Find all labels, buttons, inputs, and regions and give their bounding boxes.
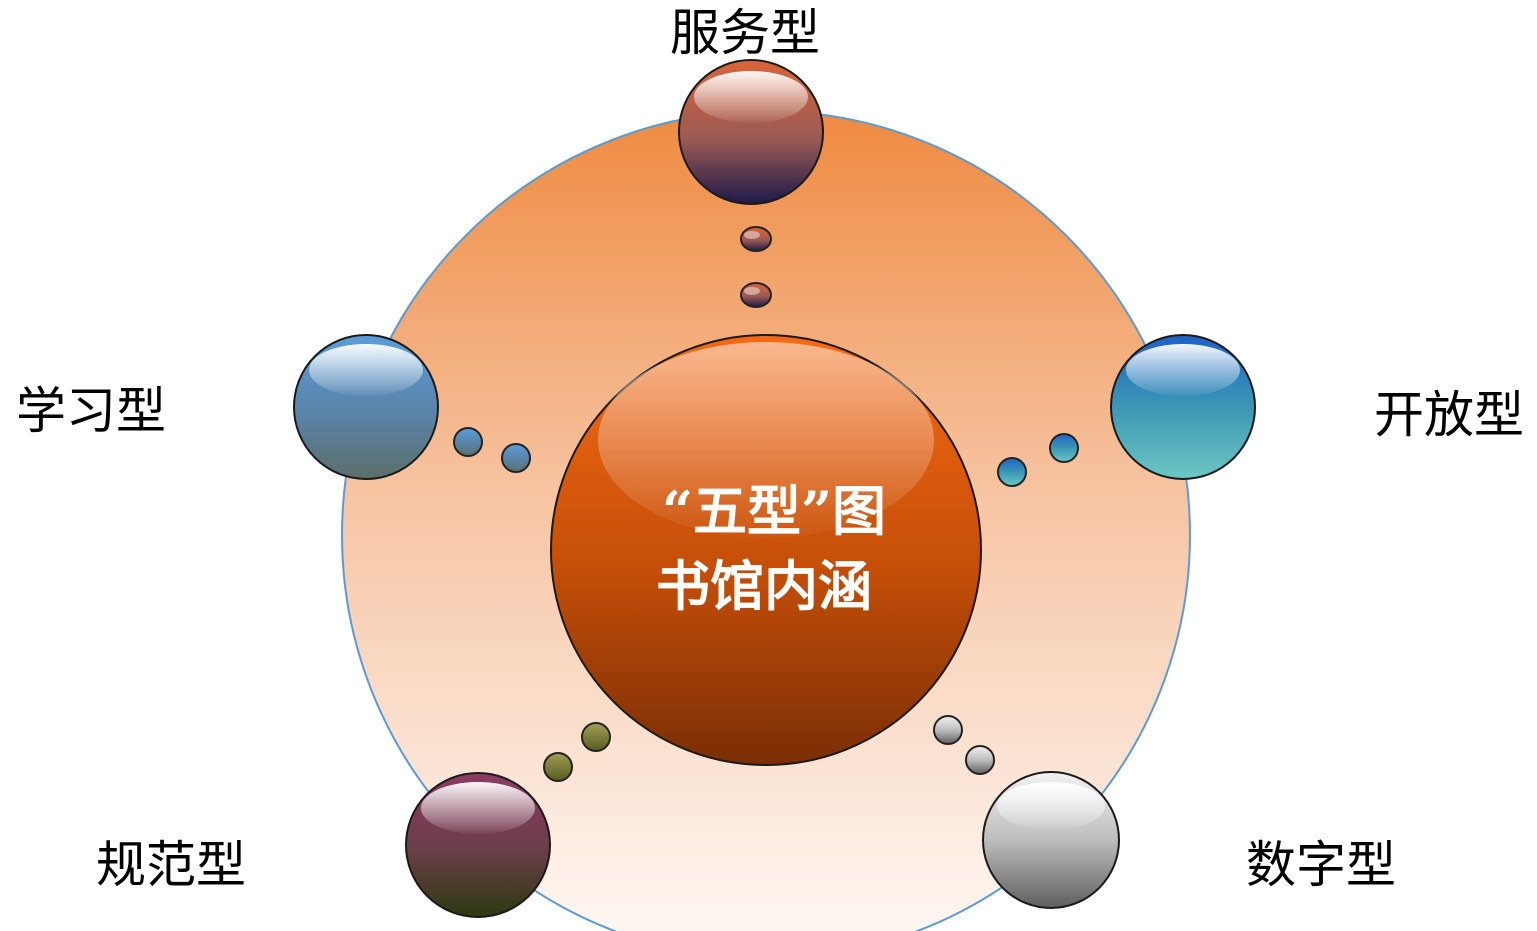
label-service: 服务型 (670, 4, 820, 62)
node-digital-sphere (982, 771, 1120, 909)
node-service-sphere (678, 59, 824, 205)
node-learning-sphere (293, 334, 439, 480)
connector-dots-digital (933, 715, 995, 775)
center-sphere: “五型”图 书馆内涵 (550, 334, 982, 766)
center-title-line2: 书馆内涵 (656, 554, 872, 618)
node-standard-sphere (405, 772, 551, 918)
label-standard: 规范型 (96, 836, 246, 894)
connector-dots-learning (453, 427, 531, 473)
center-title-line1: “五型”图 (662, 479, 886, 543)
label-learning: 学习型 (16, 382, 166, 440)
connector-dots-standard (543, 722, 611, 782)
connector-dots-service (740, 226, 772, 308)
label-open: 开放型 (1374, 386, 1524, 444)
connector-dots-open (997, 433, 1079, 487)
label-digital: 数字型 (1246, 836, 1396, 894)
node-open-sphere (1110, 334, 1256, 480)
